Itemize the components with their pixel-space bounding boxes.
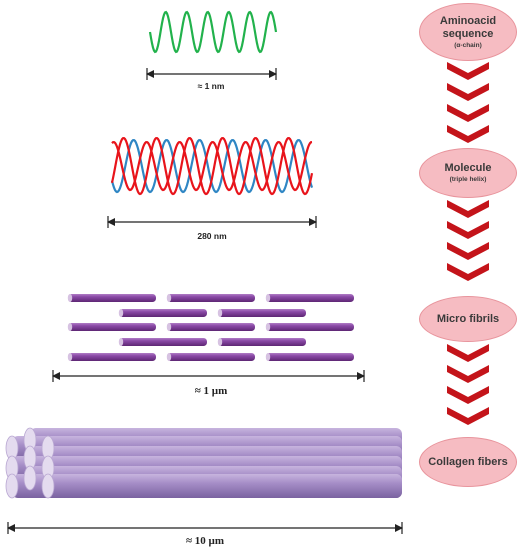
chevron-down-icon <box>447 221 489 239</box>
microfibril-rod <box>265 323 354 331</box>
flow-node-aminoacid-sequence: Aminoacid sequence (α-chain) <box>419 3 517 61</box>
chevron-down-icon <box>447 365 489 383</box>
node-title: Collagen fibers <box>428 455 508 468</box>
helix-strand-red-2 <box>111 140 313 192</box>
microfibrils-level: ≈ 1 µm <box>52 294 365 397</box>
microfibril-rod <box>118 309 207 317</box>
microfibril-rod <box>166 353 255 361</box>
microfibril-rod <box>265 353 354 361</box>
fiber-cylinder-body <box>48 474 402 498</box>
fiber-scale-label: ≈ 10 µm <box>186 535 224 547</box>
chevron-down-icon <box>447 200 489 218</box>
flow-node-micro-fibrils: Micro fibrils <box>419 296 517 342</box>
microfibril-rod <box>67 294 156 302</box>
collagen-fiber-bundle <box>5 427 402 499</box>
node-subtitle: (triple helix) <box>449 176 487 183</box>
fiber-cylinder-end <box>23 465 37 491</box>
fibers-level: ≈ 10 µm <box>5 427 403 547</box>
chevron-down-icon <box>447 407 489 425</box>
node-title: Aminoacid sequence <box>439 14 497 40</box>
chevron-down-icon <box>447 386 489 404</box>
alpha-chain-level: ≈ 1 nm <box>146 10 278 91</box>
microfibril-rod <box>217 338 306 346</box>
flow-chevron-arrows <box>447 62 489 425</box>
chevron-down-icon <box>447 83 489 101</box>
node-subtitle: (α-chain) <box>454 41 482 49</box>
microfibril-rod <box>217 309 306 317</box>
triple-helix-level: 280 nm <box>107 136 317 241</box>
helix-strand-red-1 <box>110 136 314 196</box>
microfibril-rod <box>67 323 156 331</box>
node-title: Molecule <box>444 162 492 174</box>
fiber-cylinder-end <box>41 473 55 499</box>
microfibril-rod <box>118 338 207 346</box>
helix-scale-label: 280 nm <box>197 231 227 241</box>
chevron-down-icon <box>447 104 489 122</box>
chevron-down-icon <box>447 263 489 281</box>
chevron-down-icon <box>447 62 489 80</box>
alpha-chain-wave <box>148 10 278 54</box>
node-title: Micro fibrils <box>436 312 500 325</box>
flow-node-collagen-fibers: Collagen fibers <box>419 437 517 487</box>
microfibril-scale-label: ≈ 1 µm <box>195 385 228 397</box>
chevron-down-icon <box>447 125 489 143</box>
microfibril-rod <box>265 294 354 302</box>
chevron-down-icon <box>447 344 489 362</box>
microfibril-rod <box>166 294 255 302</box>
alpha-scale-label: ≈ 1 nm <box>198 81 225 91</box>
flow-node-molecule: Molecule (triple helix) <box>419 148 517 198</box>
microfibril-rod <box>166 323 255 331</box>
microfibril-rod <box>67 353 156 361</box>
fiber-cylinder-end <box>5 473 19 499</box>
microfibril-rods <box>67 294 354 361</box>
chevron-down-icon <box>447 242 489 260</box>
